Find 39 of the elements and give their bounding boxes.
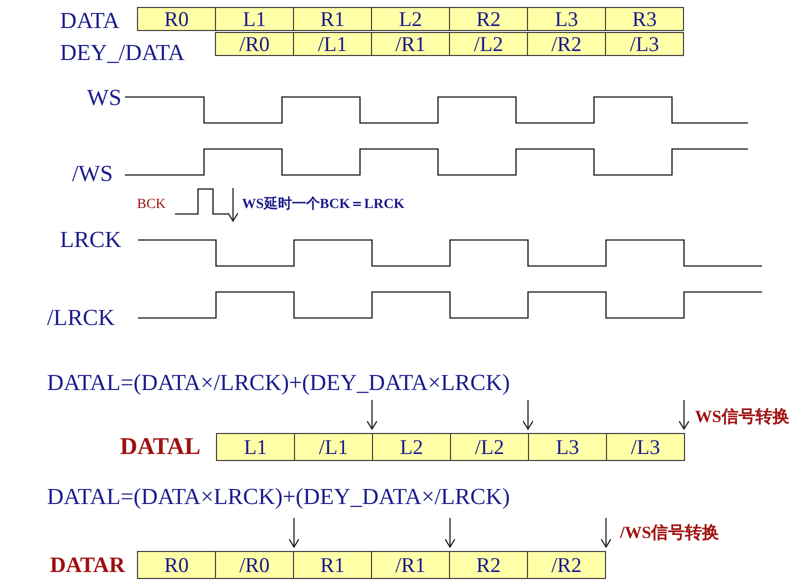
- note-text: WS信号转换: [695, 408, 790, 425]
- data-slot: /L3: [606, 433, 685, 461]
- data-slot: /L2: [449, 32, 528, 56]
- data-slot: /R2: [527, 551, 606, 579]
- data-slot: L2: [372, 433, 451, 461]
- data-slot: L3: [527, 7, 606, 31]
- data-slot: /R0: [215, 551, 294, 579]
- data-slot: R2: [449, 551, 528, 579]
- signal-name: WS: [87, 86, 122, 109]
- signal-name: DEY_/DATA: [60, 41, 185, 64]
- data-slot: R1: [293, 551, 372, 579]
- data-slot: /L1: [293, 32, 372, 56]
- data-slot: R1: [293, 7, 372, 31]
- data-slot: R3: [605, 7, 684, 31]
- data-slot: L1: [215, 7, 294, 31]
- signal-name: BCK: [137, 198, 166, 212]
- data-slot: R2: [449, 7, 528, 31]
- signal-name: DATAL: [120, 435, 200, 459]
- data-slot: /R2: [527, 32, 606, 56]
- signal-name: LRCK: [60, 228, 122, 251]
- data-slot: /R1: [371, 551, 450, 579]
- signal-name: DATA: [60, 9, 120, 32]
- data-slot: /L2: [450, 433, 529, 461]
- signal-name: /WS: [72, 162, 113, 185]
- data-slot: R0: [137, 7, 216, 31]
- signal-name: /LRCK: [47, 306, 115, 329]
- data-slot: /R0: [215, 32, 294, 56]
- formula-text: DATAL=(DATA×/LRCK)+(DEY_DATA×LRCK): [47, 371, 510, 394]
- data-slot: /L3: [605, 32, 684, 56]
- data-slot: L3: [528, 433, 607, 461]
- data-slot: /L1: [294, 433, 373, 461]
- data-slot: R0: [137, 551, 216, 579]
- data-slot: L1: [216, 433, 295, 461]
- formula-text: DATAL=(DATA×LRCK)+(DEY_DATA×/LRCK): [47, 485, 510, 508]
- signal-name: DATAR: [50, 554, 125, 576]
- note-text: WS延时一个BCK＝LRCK: [242, 198, 405, 212]
- data-slot: L2: [371, 7, 450, 31]
- note-text: /WS信号转换: [620, 524, 720, 541]
- data-slot: /R1: [371, 32, 450, 56]
